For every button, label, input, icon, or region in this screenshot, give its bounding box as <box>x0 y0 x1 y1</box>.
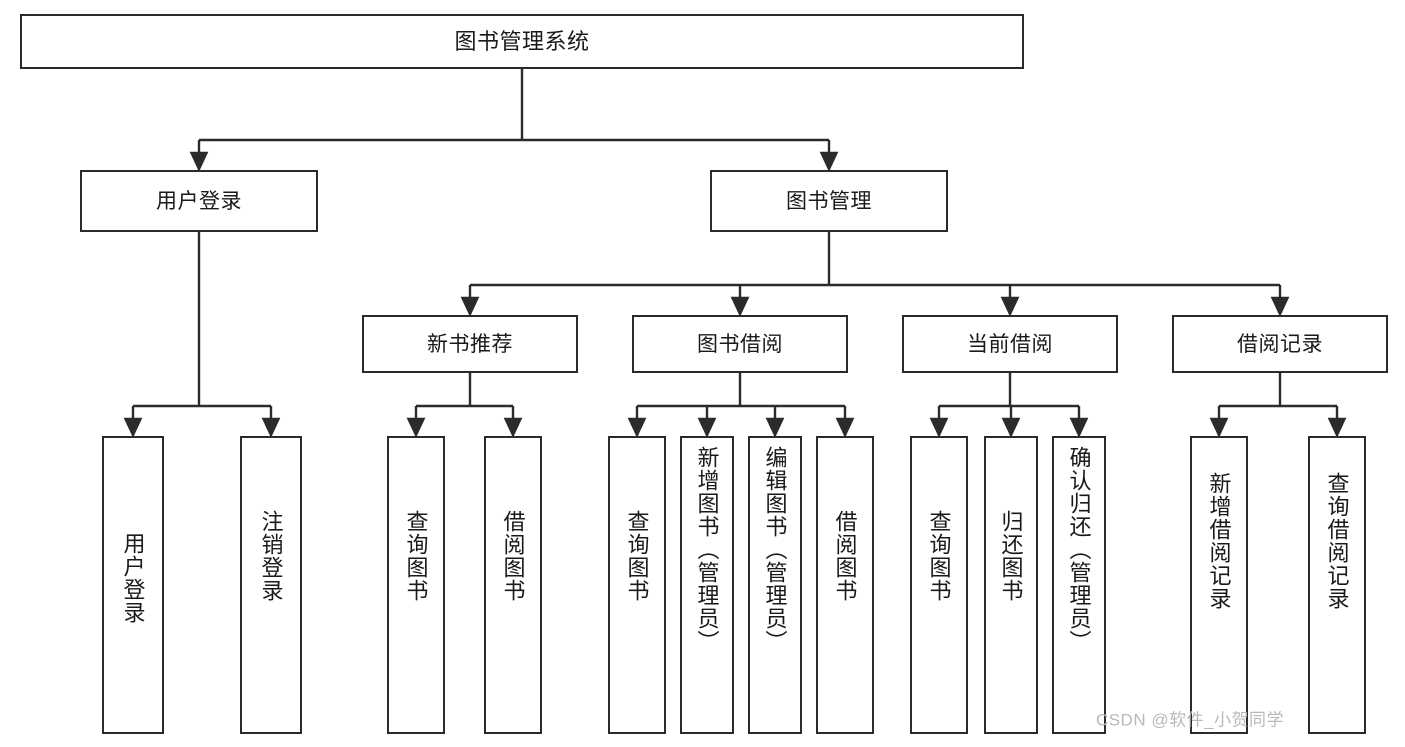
node-borrow-record[interactable]: 借阅记录 <box>1172 315 1388 373</box>
node-label: 新增图书（管理员） <box>694 446 720 653</box>
node-leaf-confirm[interactable]: 确认归还（管理员） <box>1052 436 1106 734</box>
node-label: 借阅图书 <box>832 510 858 602</box>
node-label: 查询图书 <box>624 510 650 602</box>
node-root[interactable]: 图书管理系统 <box>20 14 1024 69</box>
node-leaf-query-1[interactable]: 查询图书 <box>387 436 445 734</box>
node-leaf-borrow-2[interactable]: 借阅图书 <box>816 436 874 734</box>
node-label: 借阅记录 <box>1237 332 1323 356</box>
node-label: 查询图书 <box>926 510 952 602</box>
node-leaf-query-3[interactable]: 查询图书 <box>910 436 968 734</box>
node-leaf-query-2[interactable]: 查询图书 <box>608 436 666 734</box>
node-label: 注销登录 <box>258 510 284 602</box>
node-label: 用户登录 <box>120 532 146 624</box>
node-leaf-add-book[interactable]: 新增图书（管理员） <box>680 436 734 734</box>
node-label: 编辑图书（管理员） <box>762 446 788 653</box>
node-leaf-query-rec[interactable]: 查询借阅记录 <box>1308 436 1366 734</box>
node-label: 图书管理 <box>786 189 872 213</box>
node-label: 确认归还（管理员） <box>1066 446 1092 653</box>
node-label: 借阅图书 <box>500 510 526 602</box>
node-label: 新增借阅记录 <box>1206 472 1232 610</box>
node-label: 图书借阅 <box>697 332 783 356</box>
node-leaf-borrow-1[interactable]: 借阅图书 <box>484 436 542 734</box>
node-book-manage[interactable]: 图书管理 <box>710 170 948 232</box>
node-label: 图书管理系统 <box>454 28 590 54</box>
node-label: 当前借阅 <box>967 332 1053 356</box>
csdn-watermark: CSDN @软件_小贺同学 <box>1095 710 1285 730</box>
node-label: 归还图书 <box>998 510 1024 602</box>
node-leaf-logout[interactable]: 注销登录 <box>240 436 302 734</box>
node-user-login[interactable]: 用户登录 <box>80 170 318 232</box>
node-leaf-edit-book[interactable]: 编辑图书（管理员） <box>748 436 802 734</box>
node-new-book-rec[interactable]: 新书推荐 <box>362 315 578 373</box>
node-leaf-return[interactable]: 归还图书 <box>984 436 1038 734</box>
node-current-borrow[interactable]: 当前借阅 <box>902 315 1118 373</box>
node-leaf-user-login[interactable]: 用户登录 <box>102 436 164 734</box>
node-label: 查询图书 <box>403 510 429 602</box>
node-label: 新书推荐 <box>427 332 513 356</box>
node-label: 用户登录 <box>156 189 242 213</box>
edge-paths <box>123 69 1347 438</box>
node-label: 查询借阅记录 <box>1324 472 1350 610</box>
node-book-borrow[interactable]: 图书借阅 <box>632 315 848 373</box>
node-leaf-add-rec[interactable]: 新增借阅记录 <box>1190 436 1248 734</box>
